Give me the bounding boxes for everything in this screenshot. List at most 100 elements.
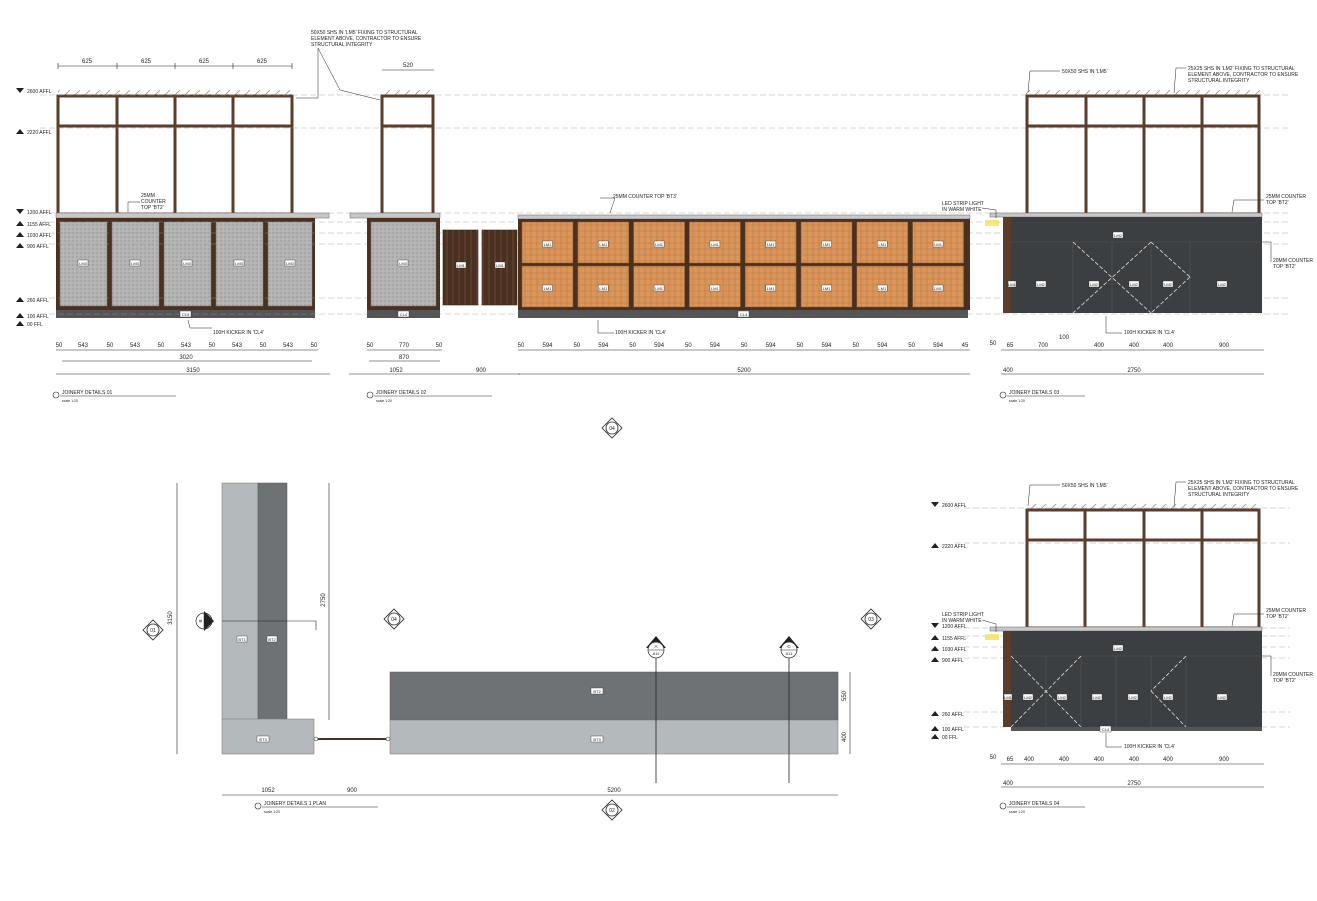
material-tag: LM1: [655, 242, 664, 247]
material-tag: LM1: [878, 242, 887, 247]
note-kicker: 100H KICKER IN 'CL4': [213, 330, 264, 336]
dim-625: 625: [141, 59, 152, 65]
svg-text:01: 01: [150, 628, 156, 634]
dim-label: 50: [573, 343, 580, 349]
dim-400: 400: [1024, 757, 1035, 763]
note-shs-50: 50X50 SHS IN 'LM5': [1062, 69, 1108, 75]
dim-label: 594: [933, 343, 944, 349]
material-tag: LM1: [711, 286, 720, 291]
title-scale: scale 1:20: [1009, 810, 1025, 814]
drawer-front: [912, 265, 964, 308]
svg-text:50X50 SHS IN 'LM5' FIXING TO S: 50X50 SHS IN 'LM5' FIXING TO STRUCTURAL …: [311, 30, 423, 48]
material-tag: BT2: [268, 637, 276, 642]
svg-text:1200 AFFL: 1200 AFFL: [942, 624, 967, 630]
dim-900: 900: [347, 788, 358, 794]
svg-text:A11: A11: [207, 617, 212, 625]
view-marker-03: 03: [860, 608, 882, 630]
level-1030: 1030 AFFL: [27, 233, 52, 239]
material-tag: LM1: [544, 242, 553, 247]
svg-text:900 AFFL: 900 AFFL: [942, 658, 964, 664]
dim-400: 400: [1129, 343, 1140, 349]
kicker-tag: CL4: [740, 312, 748, 317]
dim-400: 400: [1059, 757, 1070, 763]
section-marker-b: B A11: [195, 611, 214, 631]
material-tag: LM2: [1114, 233, 1123, 238]
glass-screen: [56, 94, 294, 216]
material-tag: LM2: [1058, 695, 1067, 700]
material-tag: LM2: [1129, 695, 1138, 700]
level-100: 100 AFFL: [27, 314, 49, 320]
charcoal-cabinet: [1011, 217, 1262, 313]
material-tag: LM3: [131, 261, 140, 266]
title-joinery-02: JOINERY DETAILS 02: [376, 390, 427, 396]
material-tag: LM1: [655, 286, 664, 291]
dim-label: 594: [877, 343, 888, 349]
svg-text:1030 AFFL: 1030 AFFL: [942, 647, 967, 653]
dim-3150-vertical: 3150: [168, 611, 174, 625]
glass-screen-03: [1025, 94, 1261, 216]
dim-2750: 2750: [1127, 368, 1141, 374]
dim-625: 625: [82, 59, 93, 65]
material-tag: BT3: [593, 737, 601, 742]
dim-label: 594: [821, 343, 832, 349]
level-900: 900 AFFL: [27, 244, 49, 250]
material-tag: LM1: [934, 242, 943, 247]
note-kicker: 100H KICKER IN 'CL4': [615, 330, 666, 336]
glass-screen-04: [1025, 508, 1261, 630]
svg-text:2220 AFFL: 2220 AFFL: [942, 544, 967, 550]
svg-text:100 AFFL: 100 AFFL: [942, 727, 964, 733]
material-tag: LM1: [599, 286, 608, 291]
material-tag: LM1: [878, 286, 887, 291]
dim-label: 50: [685, 343, 692, 349]
elevation-01: 625 625 625 625 LM3 LM3 LM3: [52, 59, 330, 403]
dim-400: 400: [1129, 757, 1140, 763]
dim-900: 900: [1219, 343, 1230, 349]
dim-65: 65: [1007, 757, 1014, 763]
note-shs-50: 50X50 SHS IN 'LM5': [1062, 483, 1108, 489]
title-scale: scale 1:20: [1009, 399, 1025, 403]
opening-indicators-04: [1010, 655, 1187, 728]
dim-label: 50: [852, 343, 859, 349]
led-strip: [985, 220, 999, 226]
note-counter-bt3: 25MM COUNTER TOP 'BT3': [613, 194, 677, 200]
dim-900: 900: [1219, 757, 1230, 763]
dim-50: 50: [311, 343, 318, 349]
dim-543: 543: [78, 343, 89, 349]
dim-5200: 5200: [737, 368, 751, 374]
material-tag: LM2: [1218, 282, 1227, 287]
dim-50: 50: [107, 343, 114, 349]
material-tag: LM1: [767, 286, 776, 291]
svg-text:A11: A11: [786, 651, 794, 656]
note-shs-25: 25X25 SHS IN 'LM2' FIXING TO STRUCTURAL …: [1188, 66, 1300, 84]
dim-870: 870: [399, 355, 410, 361]
material-tag: LM1: [1008, 282, 1017, 287]
svg-text:04: 04: [609, 426, 615, 432]
dim-label: 50: [908, 343, 915, 349]
title-joinery-plan: JOINERY DETAILS 1 PLAN: [264, 801, 326, 807]
material-tag: LM1: [934, 286, 943, 291]
dim-label: 50: [797, 343, 804, 349]
material-tag: LM1: [599, 242, 608, 247]
material-tag: LM1: [823, 242, 832, 247]
level-260: 260 AFFL: [27, 298, 49, 304]
dim-400: 400: [1163, 343, 1174, 349]
dim-2750-vertical: 2750: [321, 593, 327, 607]
material-tag: LM2: [1090, 282, 1099, 287]
counter-top: [55, 212, 330, 219]
dim-3020: 3020: [179, 355, 193, 361]
material-tag: LM1: [496, 263, 505, 268]
dim-550: 550: [842, 690, 848, 701]
section-marker-a: A A11: [646, 636, 666, 659]
level-2600: 2600 AFFL: [27, 89, 52, 95]
material-tag: LM2: [1024, 695, 1033, 700]
svg-text:A11: A11: [653, 651, 661, 656]
title-joinery-03: JOINERY DETAILS 03: [1009, 390, 1060, 396]
dim-520: 520: [403, 63, 414, 69]
material-tag: LM2: [1130, 282, 1139, 287]
glass-screen-02: [380, 94, 435, 216]
material-tag: LM3: [286, 261, 295, 266]
